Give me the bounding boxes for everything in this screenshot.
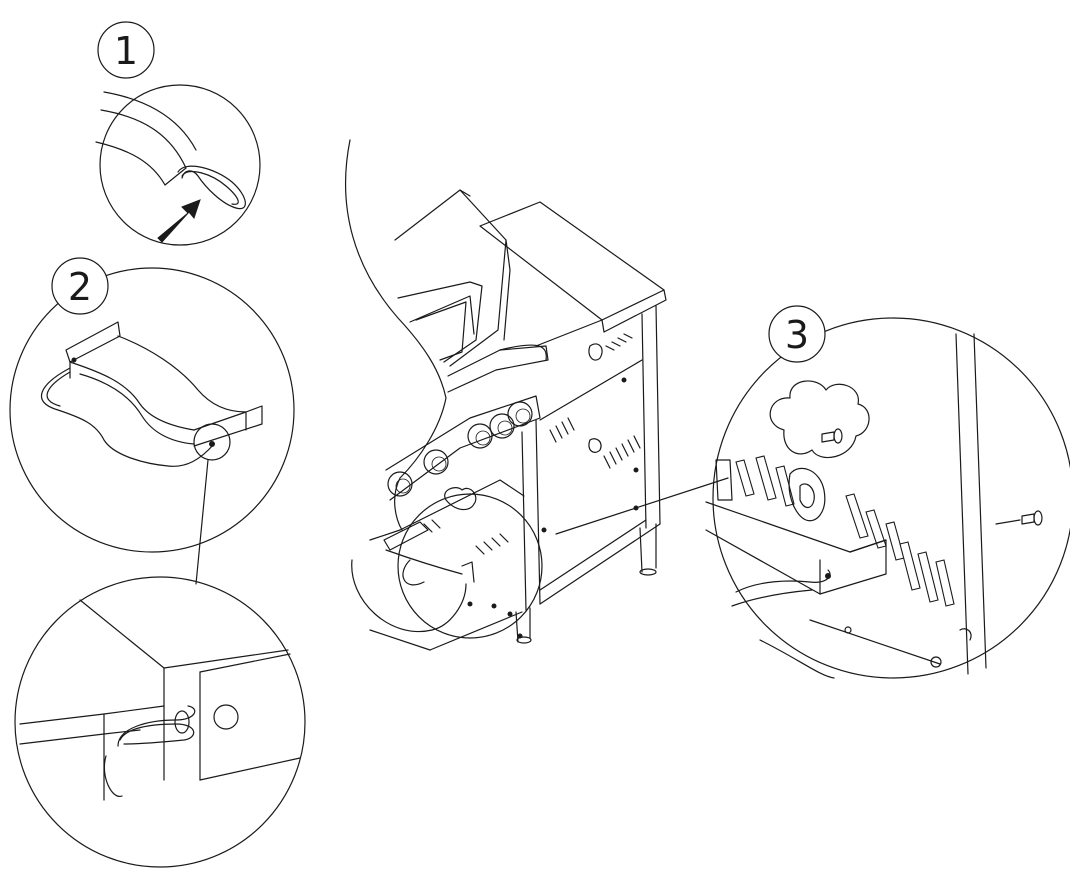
step-2-number: 2 [68, 265, 92, 309]
grill-assembly [344, 139, 729, 651]
step-2-detail-circle [9, 267, 295, 553]
hook-zoom-detail [14, 576, 306, 868]
step-2-detail: 2 [9, 257, 295, 585]
hook-zoom-circle [14, 576, 306, 868]
step-3-detail-circle [712, 317, 1070, 679]
push-arrow-icon [157, 199, 201, 243]
step-3-number: 3 [785, 313, 809, 357]
back-panel-slots [549, 333, 641, 469]
control-knobs [387, 401, 533, 497]
step-1-detail-circle [99, 84, 261, 246]
step-1-badge: 1 [97, 21, 155, 79]
screw-cloud-icon [769, 380, 870, 459]
screw-icon [821, 431, 835, 443]
step-3-badge: 3 [768, 305, 826, 363]
side-panel-slots [735, 455, 955, 607]
step-2-badge: 2 [51, 257, 109, 315]
step-1-number: 1 [114, 29, 138, 73]
screw-icon-right [1021, 513, 1035, 525]
step-1-detail: 1 [95, 21, 261, 246]
step-3-detail: 3 [705, 305, 1070, 679]
